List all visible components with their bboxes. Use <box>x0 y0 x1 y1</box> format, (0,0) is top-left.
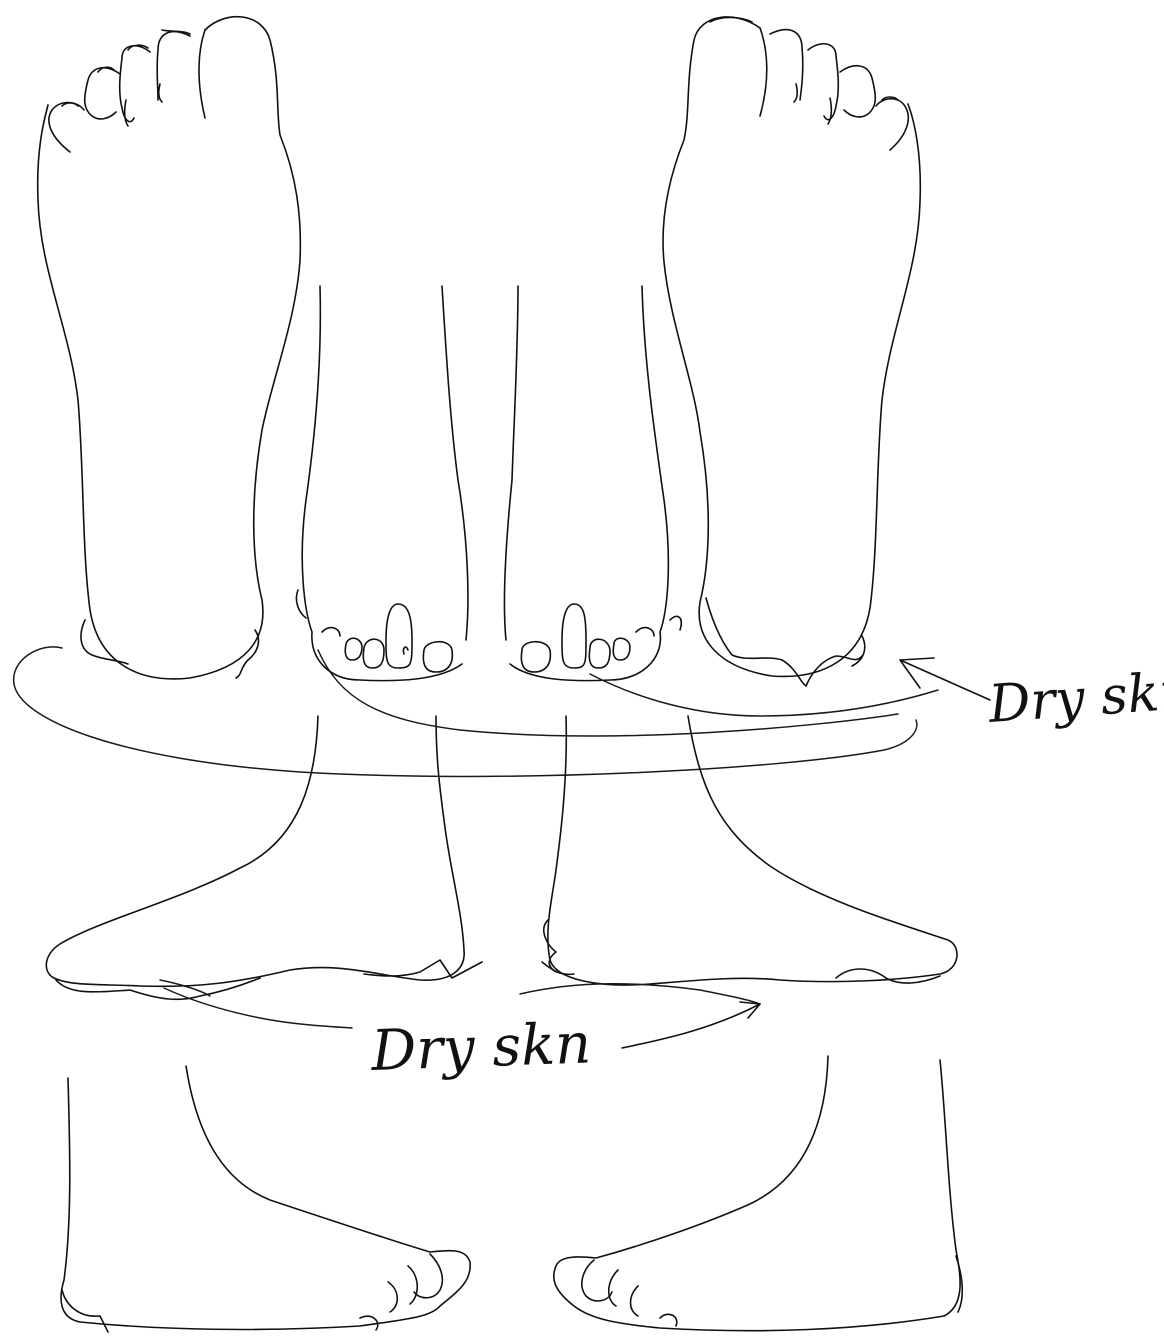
front-right-big-toe <box>562 604 586 668</box>
left-sole-toe-5 <box>49 103 84 153</box>
lower-dry-skin-label: Dry skn <box>369 1011 592 1084</box>
right-sole-big-toe <box>760 28 767 116</box>
medial-view-right-foot <box>542 716 957 985</box>
lower-arrow-icon <box>622 1002 760 1048</box>
upper-dry-skin-label: Dry skn <box>986 661 1164 735</box>
upper-annotation-lines <box>14 647 990 777</box>
right-sole-toe-2 <box>770 30 803 100</box>
left-sole-big-toe <box>199 30 205 118</box>
left-sole-toe-4 <box>85 68 120 119</box>
left-sole-outline <box>38 17 301 679</box>
medial-view-left-foot <box>46 716 482 999</box>
right-sole-toe-4 <box>840 66 875 117</box>
lateral-view-right-foot <box>554 1056 963 1331</box>
left-sole-toe-2 <box>157 32 190 100</box>
front-view-left-foot <box>296 286 468 681</box>
right-sole-toe-5 <box>876 99 908 150</box>
lateral-view-left-foot <box>61 1066 470 1332</box>
right-sole-toe-3 <box>808 44 838 120</box>
right-sole-outline <box>663 17 920 686</box>
front-view-right-foot <box>504 286 681 681</box>
front-left-big-toe <box>386 604 412 668</box>
upper-arrow-icon <box>900 658 990 700</box>
